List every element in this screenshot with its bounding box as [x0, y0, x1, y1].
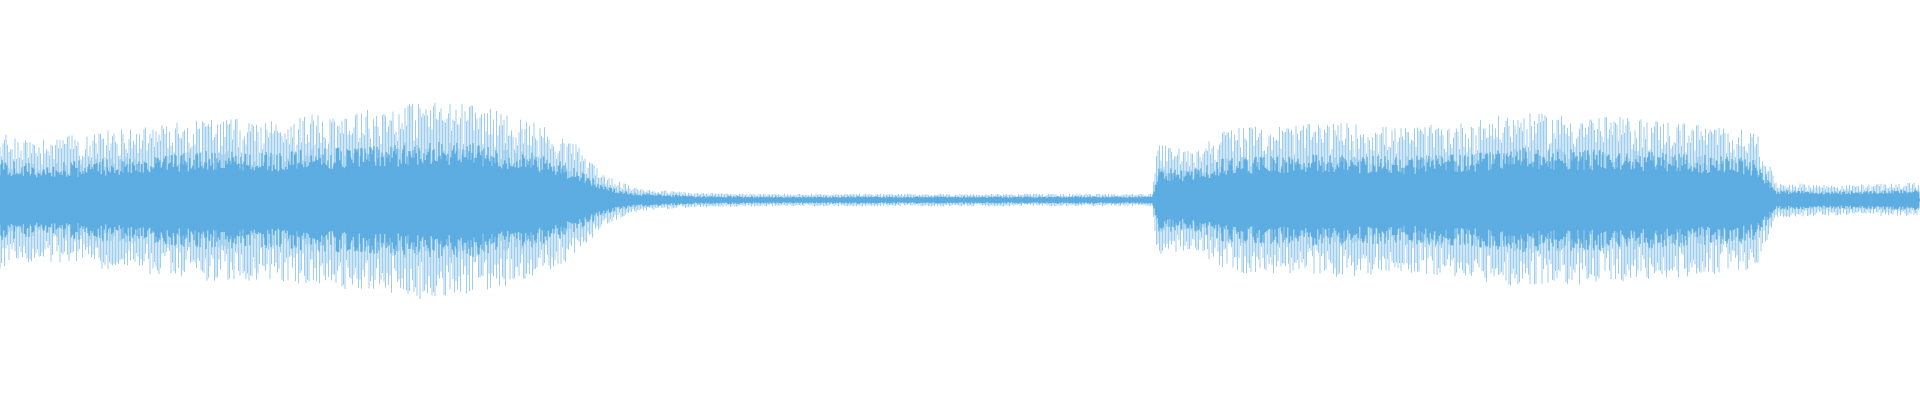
audio-waveform[interactable]: [0, 0, 1920, 400]
audio-waveform-view[interactable]: [0, 0, 1920, 400]
